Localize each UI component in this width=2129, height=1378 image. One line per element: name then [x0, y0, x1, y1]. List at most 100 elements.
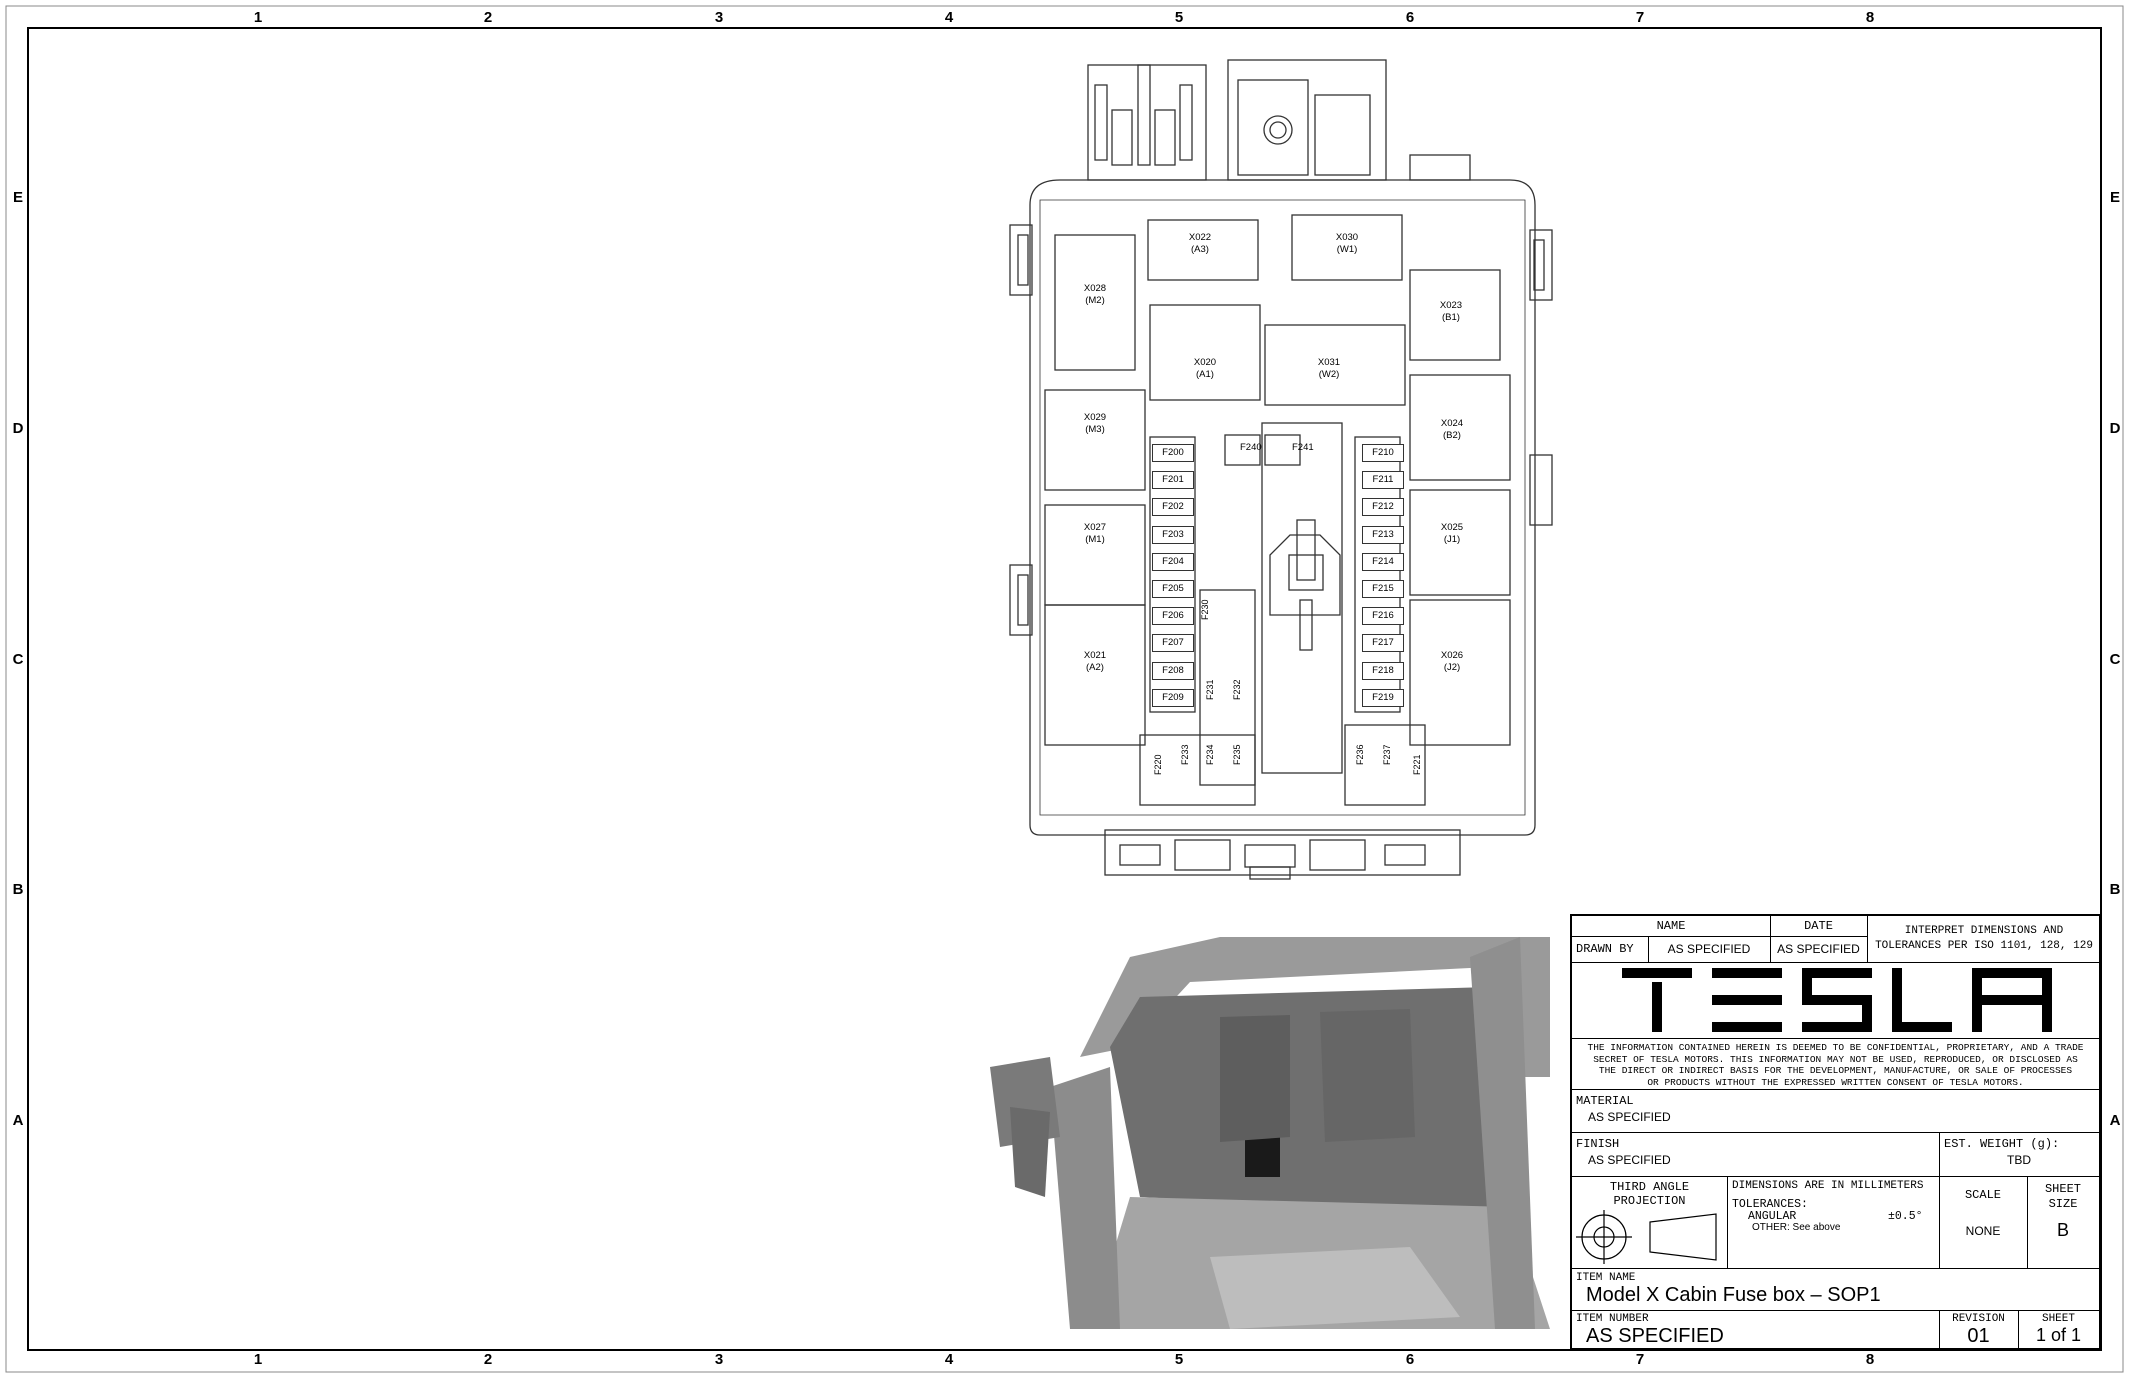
fuse-f240: F240 [1240, 442, 1262, 453]
revision-label: REVISION [1952, 1313, 2005, 1325]
grid-row-a-right: A [2109, 1112, 2121, 1129]
sheet-label: SHEET [2041, 1313, 2075, 1325]
angular-label: ANGULAR [1748, 1210, 1797, 1223]
grid-row-d-left: D [12, 420, 24, 437]
connector-x020: X020(A1) [1193, 357, 1217, 380]
grid-col-3-bottom: 3 [714, 1351, 724, 1368]
connector-x023: X023(B1) [1439, 300, 1463, 323]
fuse-f212: F212 [1362, 498, 1404, 517]
fuse-f207: F207 [1152, 634, 1194, 653]
fuse-f230: F230 [1200, 599, 1210, 620]
drawn-by-date: AS SPECIFIED [1777, 942, 1860, 956]
interpret-note: INTERPRET DIMENSIONS AND TOLERANCES PER … [1875, 925, 2093, 952]
grid-col-6-top: 6 [1405, 9, 1415, 26]
vehicle-body-illustration [990, 937, 1550, 1329]
grid-col-3-top: 3 [714, 9, 724, 26]
fuse-f217: F217 [1362, 634, 1404, 653]
connector-x028: X028(M2) [1083, 283, 1107, 306]
dimensions-label: DIMENSIONS ARE IN MILLIMETERS [1732, 1180, 1924, 1192]
grid-row-c-left: C [12, 651, 24, 668]
drawn-by-name: AS SPECIFIED [1667, 942, 1751, 956]
fuse-f218: F218 [1362, 661, 1404, 680]
fuse-f236: F236 [1355, 744, 1365, 765]
sheet-size-label: SHEET SIZE [2044, 1182, 2081, 1211]
brand-text: TESLA [1572, 916, 1573, 917]
other-tolerance: OTHER: See above [1752, 1222, 1841, 1233]
fuse-f232: F232 [1232, 679, 1242, 700]
grid-col-2-top: 2 [483, 9, 493, 26]
grid-col-5-top: 5 [1174, 9, 1184, 26]
connector-x024: X024(B2) [1440, 418, 1464, 441]
grid-col-2-bottom: 2 [483, 1351, 493, 1368]
confidential-notice: THE INFORMATION CONTAINED HEREIN IS DEEM… [1587, 1042, 2084, 1088]
fuse-f220: F220 [1153, 754, 1163, 775]
title-block: NAME DATE DRAWN BY AS SPECIFIED AS SPECI… [1570, 914, 2101, 1350]
fuse-f205: F205 [1152, 580, 1194, 598]
grid-col-8-bottom: 8 [1865, 1351, 1875, 1368]
connector-x026: X026(J2) [1440, 650, 1464, 673]
third-angle-projection-icon [1576, 1210, 1717, 1264]
grid-col-7-top: 7 [1635, 9, 1645, 26]
sheet-size-value: B [2056, 1220, 2069, 1240]
weight-label: EST. WEIGHT (g): [1944, 1137, 2060, 1151]
material-label: MATERIAL [1576, 1094, 1634, 1108]
fuse-f204: F204 [1152, 552, 1194, 571]
fuse-f214: F214 [1362, 552, 1404, 571]
grid-row-c-right: C [2109, 651, 2121, 668]
fuse-f209: F209 [1152, 688, 1194, 707]
fuse-f206: F206 [1152, 607, 1194, 626]
grid-col-7-bottom: 7 [1635, 1351, 1645, 1368]
projection-label: THIRD ANGLE PROJECTION [1609, 1180, 1690, 1208]
revision-value: 01 [1967, 1325, 1990, 1347]
fuse-f237: F237 [1382, 744, 1392, 765]
tesla-logo [1622, 968, 2052, 1032]
fuse-f241: F241 [1292, 442, 1314, 453]
fuse-f208: F208 [1152, 661, 1194, 680]
finish-value: AS SPECIFIED [1588, 1153, 1671, 1167]
name-header: NAME [1656, 919, 1686, 933]
fuse-box-drawing [1009, 59, 1553, 880]
fuse-f231: F231 [1205, 679, 1215, 700]
grid-col-4-bottom: 4 [944, 1351, 954, 1368]
scale-value: NONE [1965, 1224, 2001, 1238]
connector-x022: X022(A3) [1188, 232, 1212, 255]
fuse-f203: F203 [1152, 525, 1194, 544]
grid-col-4-top: 4 [944, 9, 954, 26]
fuse-f200: F200 [1152, 444, 1194, 462]
fuse-f234: F234 [1205, 744, 1215, 765]
fuse-f233: F233 [1180, 744, 1190, 765]
fuse-f215: F215 [1362, 580, 1404, 598]
connector-x031: X031(W2) [1317, 357, 1341, 380]
connector-x030: X030(W1) [1335, 232, 1359, 255]
grid-col-8-top: 8 [1865, 9, 1875, 26]
connector-x027: X027(M1) [1083, 522, 1107, 545]
grid-row-a-left: A [12, 1112, 24, 1129]
sheet-value: 1 of 1 [2035, 1325, 2082, 1345]
grid-row-e-right: E [2109, 189, 2120, 206]
fuse-f213: F213 [1362, 525, 1404, 544]
item-name-label: ITEM NAME [1576, 1272, 1636, 1284]
grid-col-5-bottom: 5 [1174, 1351, 1184, 1368]
tolerances-label: TOLERANCES: [1732, 1198, 1808, 1211]
fuse-f201: F201 [1152, 471, 1194, 490]
grid-row-d-right: D [2109, 420, 2121, 437]
angular-value: ±0.5° [1888, 1210, 1923, 1223]
drawn-by-label: DRAWN BY [1576, 942, 1634, 956]
fuse-f216: F216 [1362, 607, 1404, 626]
grid-col-1-bottom: 1 [253, 1351, 263, 1368]
fuse-f221: F221 [1412, 754, 1422, 775]
finish-label: FINISH [1576, 1137, 1620, 1151]
scale-label: SCALE [1964, 1188, 2001, 1202]
connector-x029: X029(M3) [1083, 412, 1107, 435]
grid-row-b-right: B [2109, 881, 2121, 898]
grid-col-1-top: 1 [253, 9, 263, 26]
item-name-value: Model X Cabin Fuse box – SOP1 [1586, 1284, 1881, 1306]
date-header: DATE [1804, 919, 1833, 933]
grid-row-e-left: E [12, 189, 23, 206]
weight-value: TBD [2007, 1153, 2031, 1167]
fuse-f210: F210 [1362, 444, 1404, 462]
grid-row-b-left: B [12, 881, 24, 898]
fuse-f235: F235 [1232, 744, 1242, 765]
fuse-f202: F202 [1152, 498, 1194, 517]
